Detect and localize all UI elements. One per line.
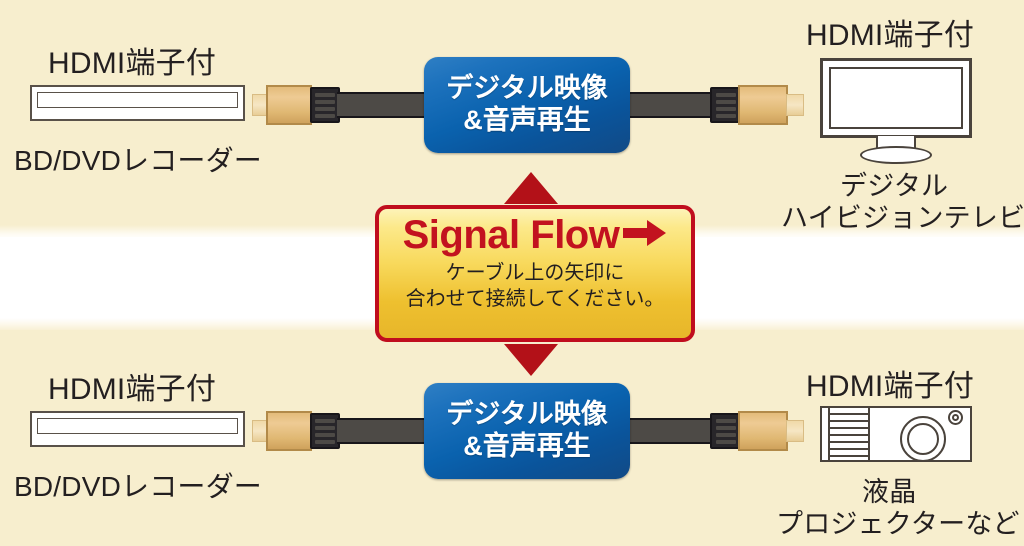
triangle-up-icon [504,172,558,204]
source-device-label-bottom: BD/DVDレコーダー [14,471,262,502]
dest-device-label-bottom-line1: 液晶 [862,477,917,507]
hdtv-icon [820,58,972,164]
diagram-row-bottom: HDMI端子付 BD/DVDレコーダー [0,306,1024,546]
hdmi-plug-shell-icon [738,85,788,125]
dest-hdmi-label-bottom: HDMI端子付 [806,370,975,403]
signal-flow-note: ケーブル上の矢印に 合わせて接続してください。 [406,260,665,312]
cable-feature-badge-bottom: デジタル映像 &音声再生 [424,383,630,479]
hdmi-plug-shell-icon [266,85,312,125]
hdmi-plug-boot-icon [710,413,740,449]
dest-device-label-top-line1: デジタル [840,171,949,201]
badge-line-2: &音声再生 [463,105,591,135]
projector-lens-inner-icon [907,423,939,455]
signal-flow-plate: Signal Flow ケーブル上の矢印に 合わせて接続してください。 [375,205,695,342]
projector-lens-outer-icon [900,416,946,462]
source-hdmi-label-top: HDMI端子付 [48,47,217,80]
dest-hdmi-label-top: HDMI端子付 [806,19,975,52]
hdmi-plug-boot-icon [310,413,340,449]
badge-line-1: デジタル映像 [446,399,608,430]
signal-flow-note-line2: 合わせて接続してください。 [405,288,665,310]
hdmi-plug-shell-icon [738,411,788,451]
hdmi-plug-shell-icon [266,411,312,451]
badge-line-2: &音声再生 [463,431,591,461]
triangle-down-icon [504,344,558,376]
signal-flow-title-row: Signal Flow [403,213,668,258]
hdmi-plug-boot-icon [310,87,340,123]
lcd-projector-icon [820,406,972,464]
signal-flow-title: Signal Flow [402,213,620,257]
projector-indicator-outer-icon [948,410,963,425]
badge-line-1: デジタル映像 [446,73,608,104]
source-hdmi-label-bottom: HDMI端子付 [48,373,217,406]
hdmi-plug-icon [786,420,804,442]
bd-dvd-recorder-icon [30,85,245,121]
bd-dvd-recorder-icon [30,411,245,447]
arrow-right-icon [623,213,667,258]
projector-indicator-inner-icon [952,414,959,421]
dest-device-label-bottom-line2: プロジェクターなど [776,509,1020,539]
hdmi-plug-boot-icon [710,87,740,123]
cable-feature-badge-top: デジタル映像 &音声再生 [424,57,630,153]
signal-flow-note-line1: ケーブル上の矢印に [445,262,625,284]
source-device-label-top: BD/DVDレコーダー [14,145,262,176]
diagram-row-top: HDMI端子付 BD/DVDレコーダー [0,0,1024,240]
cable-body-right-bottom [628,418,713,444]
cable-body-right-top [628,92,713,118]
hdmi-plug-icon [786,94,804,116]
dest-device-label-top-line2: ハイビジョンテレビ [781,203,1024,233]
